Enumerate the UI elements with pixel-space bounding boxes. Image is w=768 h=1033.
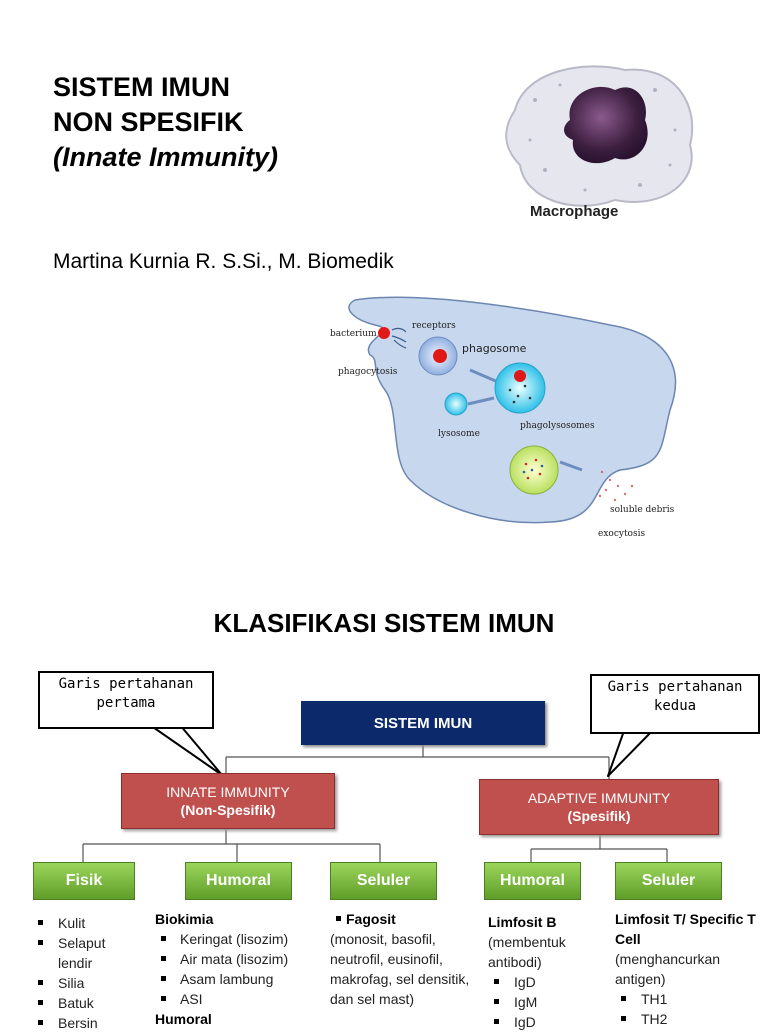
adaptive-sublabel: (Spesifik) (567, 808, 631, 824)
list-item: ASI (155, 989, 325, 1009)
classification-title: KLASIFIKASI SISTEM IMUN (213, 608, 555, 638)
callout-second-line1: Garis pertahanan (607, 679, 743, 695)
seluler-adaptive-list: Limfosit T/ Specific T Cell (menghancurk… (615, 909, 765, 1029)
list-item: Keringat (lisozim) (155, 929, 325, 949)
title-line-1: SISTEM IMUN (53, 72, 231, 102)
list-item: Asam lambung (155, 969, 325, 989)
box-seluler-innate: Seluler (330, 862, 437, 900)
list-item: Batuk (32, 993, 152, 1013)
list-item: IgD (488, 972, 608, 992)
biokimia-heading: Biokimia (155, 911, 214, 927)
humoral-innate-list: Biokimia Keringat (lisozim) Air mata (li… (155, 909, 325, 1029)
limfosit-t-heading: Limfosit T/ Specific T Cell (615, 911, 756, 947)
author-name: Martina Kurnia R. S.Si., M. Biomedik (53, 250, 394, 273)
svg-text:phagosome: phagosome (462, 342, 527, 355)
callout-first-line2: pertama (96, 695, 156, 711)
fagosit-description: (monosit, basofil, neutrofil, eusinofil,… (330, 931, 470, 1007)
fisik-list: Kulit Selaput lendir Silia Batuk Bersin (32, 913, 152, 1033)
svg-text:phagocytosis: phagocytosis (338, 367, 398, 377)
list-item: IgD (488, 1012, 608, 1032)
box-fisik: Fisik (33, 862, 135, 900)
callout-second-defense: Garis pertahanan kedua (590, 674, 760, 734)
callout-second-line2: kedua (653, 698, 697, 714)
humoral-heading: Humoral (155, 1011, 212, 1027)
macrophage-image (505, 65, 694, 207)
limfosit-b-description: (membentuk antibodi) (488, 934, 566, 970)
list-item: TH2 (615, 1009, 765, 1029)
box-sistem-imun: SISTEM IMUN (301, 701, 545, 745)
adaptive-label: ADAPTIVE IMMUNITY (527, 790, 671, 806)
callout-first-defense: Garis pertahanan pertama (38, 671, 214, 729)
list-item: IgM (488, 992, 608, 1012)
list-item: Selaput lendir (32, 933, 128, 973)
limfosit-t-description: (menghancurkan antigen) (615, 951, 721, 987)
list-item: Air mata (lisozim) (155, 949, 325, 969)
list-item: Silia (32, 973, 152, 993)
box-humoral-innate: Humoral (185, 862, 292, 900)
svg-text:exocytosis: exocytosis (598, 529, 645, 539)
svg-text:phagolysosomes: phagolysosomes (520, 421, 595, 431)
box-innate-immunity: INNATE IMMUNITY (Non-Spesifik) (121, 773, 335, 829)
title-line-3: (Innate Immunity) (53, 142, 279, 172)
list-item: TH1 (615, 989, 765, 1009)
humoral-adaptive-list: Limfosit B (membentuk antibodi) IgD IgM … (488, 912, 608, 1032)
limfosit-b-heading: Limfosit B (488, 914, 557, 930)
phagocytosis-diagram: bacterium receptors phagocytosis phagoso… (330, 296, 677, 539)
callout-first-line1: Garis pertahanan (58, 676, 194, 692)
box-humoral-adaptive: Humoral (484, 862, 581, 900)
innate-sublabel: (Non-Spesifik) (180, 802, 276, 818)
box-adaptive-immunity: ADAPTIVE IMMUNITY (Spesifik) (479, 779, 719, 835)
bacterium-label: bacterium (330, 329, 377, 339)
box-seluler-adaptive: Seluler (615, 862, 722, 900)
svg-text:lysosome: lysosome (438, 429, 480, 439)
svg-text:receptors: receptors (412, 321, 456, 331)
slide-title: SISTEM IMUN NON SPESIFIK (Innate Immunit… (53, 70, 278, 175)
macrophage-label: Macrophage (530, 203, 619, 220)
list-item: Kulit (32, 913, 152, 933)
title-line-2: NON SPESIFIK (53, 107, 244, 137)
seluler-innate-list: Fagosit (monosit, basofil, neutrofil, eu… (330, 909, 480, 1009)
svg-text:soluble debris: soluble debris (610, 505, 675, 515)
innate-label: INNATE IMMUNITY (166, 784, 290, 800)
list-item: Bersin (32, 1013, 152, 1033)
fagosit-item: Fagosit (330, 909, 480, 929)
